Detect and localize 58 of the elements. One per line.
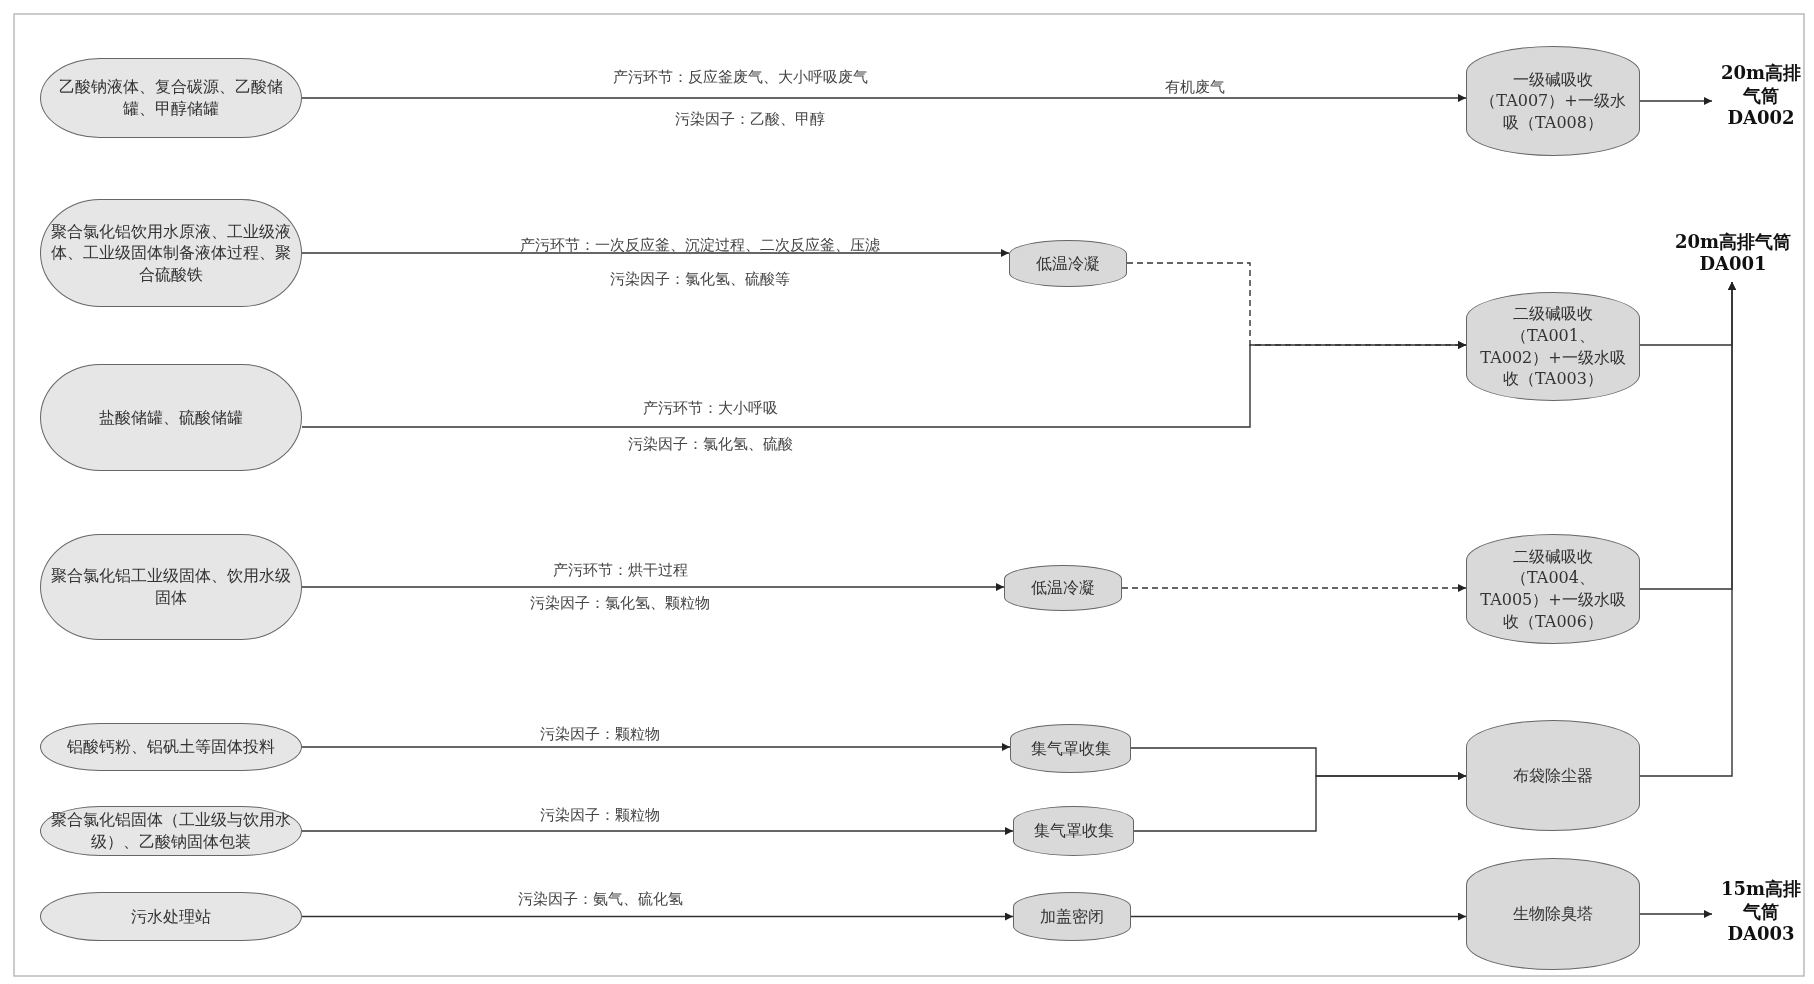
process-node xyxy=(1004,565,1122,611)
node-text: 铝酸钙粉、铝矾土等固体投料 xyxy=(66,736,276,758)
process-node xyxy=(1010,724,1131,773)
treatment-node xyxy=(1466,46,1640,156)
treatment-node xyxy=(1466,534,1640,644)
treatment-node xyxy=(1466,858,1640,970)
arrow xyxy=(301,583,1005,591)
dashed-arrow xyxy=(1121,584,1467,592)
arrow xyxy=(1130,912,1467,921)
node-text: 生物除臭塔 xyxy=(1512,903,1594,925)
flow-note: 污染因子：颗粒物 xyxy=(540,725,660,744)
flow-note: 产污环节：一次反应釜、沉淀过程、二次反应釜、压滤 xyxy=(520,236,880,255)
arrow xyxy=(301,912,1014,921)
arrow xyxy=(301,827,1014,835)
node-text: 一级碱吸收（TA007）+一级水吸（TA008） xyxy=(1479,68,1627,134)
node-text: 集气罩收集 xyxy=(1032,820,1115,842)
node-text: 聚合氯化铝固体（工业级与饮用水级）、乙酸钠固体包装 xyxy=(50,809,292,853)
process-node xyxy=(1009,240,1127,287)
process-node xyxy=(1013,892,1131,941)
arrow xyxy=(1639,281,1736,777)
flow-note: 污染因子：乙酸、甲醇 xyxy=(675,110,825,129)
stack-label: DA001 xyxy=(1699,253,1767,276)
treatment-node xyxy=(1466,292,1640,401)
process-node xyxy=(1013,806,1134,856)
node-text: 盐酸储罐、硫酸储罐 xyxy=(98,406,244,429)
node-text: 聚合氯化铝饮用水原液、工业级液体、工业级固体制备液体过程、聚合硫酸铁 xyxy=(50,220,292,286)
node-text: 聚合氯化铝工业级固体、饮用水级固体 xyxy=(50,565,292,609)
arrow xyxy=(301,341,1467,428)
flow-note: 污染因子：氯化氢、颗粒物 xyxy=(530,594,710,613)
node-text: 二级碱吸收（TA004、TA005）+一级水吸收（TA006） xyxy=(1479,545,1627,633)
node-text: 加盖密闭 xyxy=(1039,905,1105,928)
flow-note: 污染因子：氯化氢、硫酸 xyxy=(627,435,793,454)
stack-label: DA002 xyxy=(1727,107,1795,130)
treatment-node xyxy=(1466,720,1640,831)
arrow xyxy=(301,249,1010,257)
flow-note: 污染因子：颗粒物 xyxy=(540,806,660,825)
node-text: 污水处理站 xyxy=(130,905,212,928)
arrow xyxy=(1639,97,1713,105)
node-text: 乙酸钠液体、复合碳源、乙酸储罐、甲醇储罐 xyxy=(58,76,284,120)
flow-note: 产污环节：反应釜废气、大小呼吸废气 xyxy=(612,68,868,87)
stack-label: DA003 xyxy=(1727,923,1795,946)
node-text: 集气罩收集 xyxy=(1029,737,1112,760)
arrow xyxy=(301,743,1011,751)
flow-note: 产污环节：烘干过程 xyxy=(552,561,688,580)
flow-note: 产污环节：大小呼吸 xyxy=(642,399,778,418)
arrow xyxy=(301,94,1467,102)
node-text: 二级碱吸收（TA001、TA002）+一级水吸收（TA003） xyxy=(1479,303,1627,390)
stack-label: 20m高排气筒 xyxy=(1719,62,1803,108)
flow-note: 污染因子：氨气、硫化氢 xyxy=(517,890,683,909)
flow-note: 污染因子：氯化氢、硫酸等 xyxy=(610,270,790,289)
edge-label: 有机废气 xyxy=(1163,78,1227,97)
stack-label: 15m高排气筒 xyxy=(1719,878,1803,924)
node-text: 低温冷凝 xyxy=(1035,252,1101,275)
stack-label: 20m高排气筒 xyxy=(1674,230,1792,253)
arrow xyxy=(1133,772,1467,832)
node-text: 低温冷凝 xyxy=(1030,577,1096,599)
node-text: 布袋除尘器 xyxy=(1512,764,1594,787)
arrow xyxy=(1639,910,1713,918)
